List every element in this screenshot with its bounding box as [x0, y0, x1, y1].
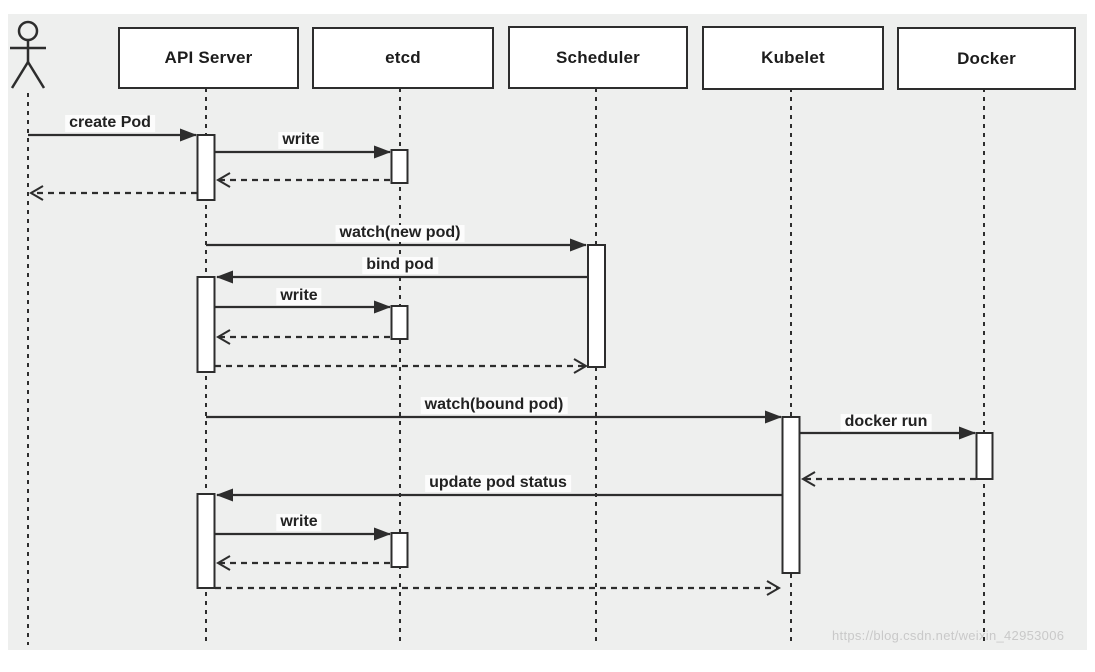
message-label-write-2: write [276, 287, 322, 305]
activation-api-1 [196, 134, 216, 201]
participant-scheduler: Scheduler [508, 26, 688, 89]
activation-kubelet [781, 416, 801, 574]
activation-api-2 [196, 276, 216, 373]
participant-label: Scheduler [556, 47, 640, 67]
activation-api-3 [196, 493, 216, 589]
participant-kubelet: Kubelet [702, 26, 884, 90]
message-label-watch-new-pod: watch(new pod) [335, 224, 465, 242]
diagram-canvas [8, 14, 1087, 650]
participant-label: Kubelet [761, 48, 825, 67]
activation-etcd-3 [390, 532, 409, 568]
activation-etcd-1 [390, 149, 409, 184]
activation-sched [587, 244, 606, 368]
participant-label: API Server [164, 48, 253, 67]
message-label-write-3: write [276, 513, 322, 531]
message-label-write-1: write [278, 131, 324, 149]
message-label-docker-run: docker run [840, 413, 932, 431]
participant-docker: Docker [897, 27, 1076, 90]
participant-label: Docker [957, 48, 1016, 68]
watermark-text: https://blog.csdn.net/weixin_42953006 [832, 628, 1065, 643]
message-arrows [28, 128, 976, 596]
activation-bars [196, 134, 994, 589]
message-label-bind-pod: bind pod [362, 256, 438, 274]
participant-etcd: etcd [312, 27, 494, 89]
activation-docker [975, 432, 994, 480]
participant-api-server: API Server [118, 27, 299, 89]
message-label-watch-bound-pod: watch(bound pod) [420, 396, 568, 414]
actor-icon [10, 20, 46, 89]
participant-label: etcd [385, 48, 421, 67]
message-label-update-pod-status: update pod status [425, 474, 571, 492]
message-label-create-pod: create Pod [65, 114, 155, 132]
activation-etcd-2 [390, 305, 409, 340]
